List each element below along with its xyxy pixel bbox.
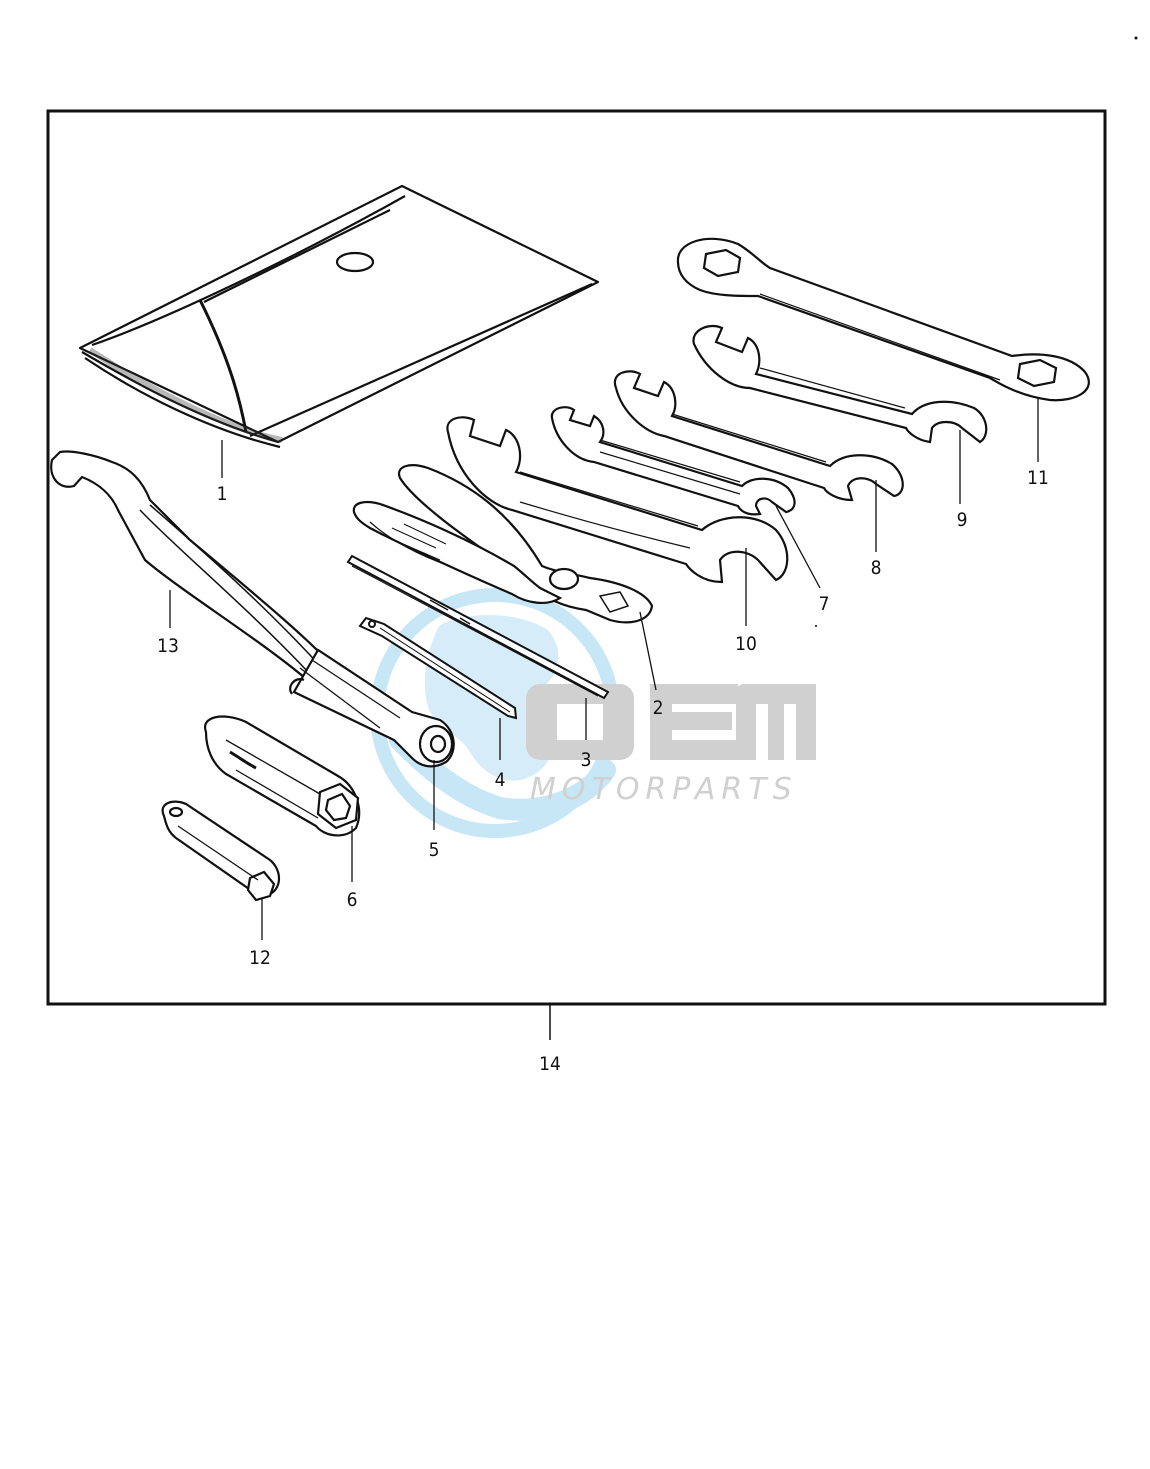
ring-spanner-icon (676, 237, 1090, 402)
callout-10: 10 (735, 633, 757, 655)
print-speck (815, 625, 817, 627)
print-speck (1134, 36, 1138, 40)
callout-9: 9 (957, 509, 968, 531)
kit-frame (46, 109, 1107, 1006)
screwdriver-blade-icon (346, 554, 610, 700)
oem-wordmark (526, 684, 816, 760)
spark-plug-socket-icon (161, 800, 281, 902)
pliers-icon (352, 464, 654, 624)
hook-spanner-icon (50, 450, 336, 686)
callout-4: 4 (495, 769, 506, 791)
callout-line-7 (775, 505, 821, 589)
leader-lines (169, 398, 1039, 940)
open-end-wrench-icon (692, 324, 988, 444)
screwdriver-handle-icon (289, 648, 455, 768)
box-wrench-icon (203, 715, 361, 837)
open-end-wrench-icon (613, 370, 904, 502)
open-end-wrench-icon (550, 406, 796, 516)
callout-6: 6 (347, 889, 358, 911)
callout-13: 13 (157, 635, 179, 657)
callout-3: 3 (581, 749, 592, 771)
callout-5: 5 (429, 839, 440, 861)
callout-7: 7 (819, 593, 830, 615)
callout-12: 12 (249, 947, 271, 969)
callout-14: 14 (539, 1053, 561, 1075)
callout-labels: 1 2 3 4 5 6 7 8 9 10 11 12 13 14 (157, 467, 1049, 1075)
watermark-logo: MOTORPARTS (370, 588, 816, 838)
screwdriver-blade-icon (358, 616, 518, 720)
tool-bag-icon (78, 184, 600, 449)
callout-2: 2 (653, 697, 664, 719)
open-end-wrench-icon (446, 416, 789, 584)
callout-1: 1 (217, 483, 228, 505)
callout-11: 11 (1027, 467, 1049, 489)
callout-8: 8 (871, 557, 882, 579)
watermark-subtext: MOTORPARTS (530, 772, 798, 807)
callout-line-2 (639, 611, 657, 691)
